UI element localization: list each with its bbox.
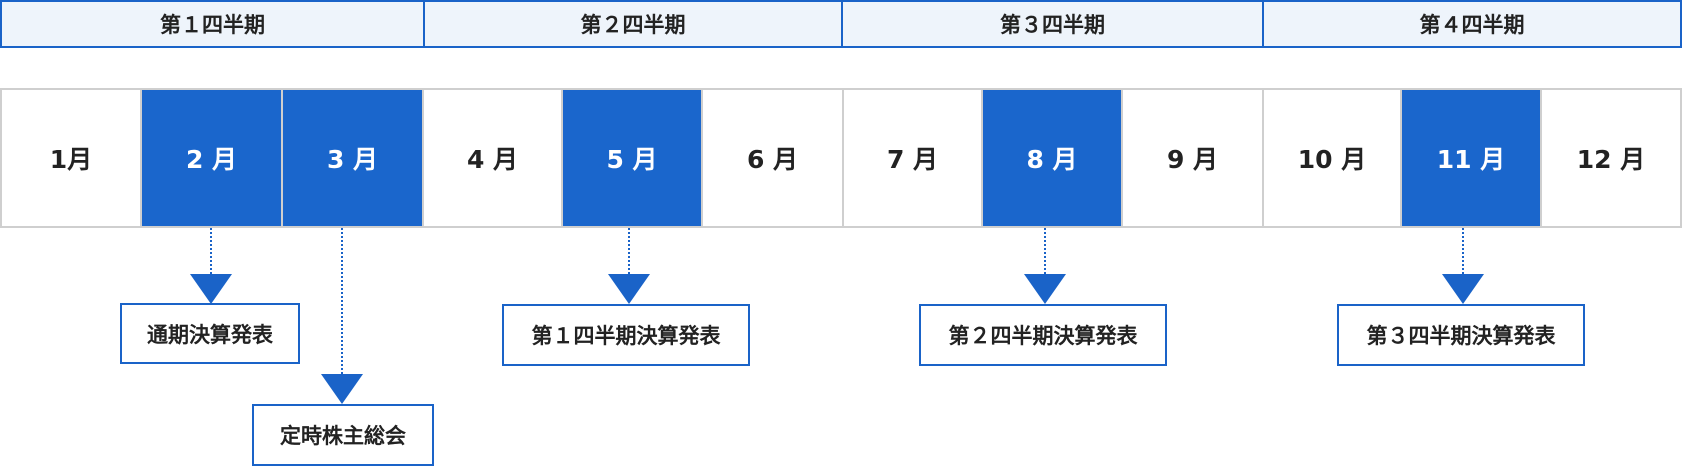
month-6: 6 月 — [701, 88, 844, 228]
event-q2-results: 第２四半期決算発表 — [919, 304, 1167, 366]
quarter-4: 第４四半期 — [1262, 0, 1682, 48]
quarter-2: 第２四半期 — [423, 0, 843, 48]
arrow-down-icon — [321, 374, 363, 404]
quarter-1: 第１四半期 — [0, 0, 425, 48]
quarter-3: 第３四半期 — [841, 0, 1264, 48]
month-row: 1月 2 月 3 月 4 月 5 月 6 月 7 月 8 月 9 月 10 月 … — [0, 88, 1682, 228]
month-10: 10 月 — [1262, 88, 1402, 228]
month-5: 5 月 — [561, 88, 703, 228]
month-7: 7 月 — [842, 88, 983, 228]
event-q1-results: 第１四半期決算発表 — [502, 304, 750, 366]
month-12: 12 月 — [1540, 88, 1682, 228]
arrow-down-icon — [1442, 274, 1484, 304]
event-annual-results: 通期決算発表 — [120, 303, 300, 364]
month-1: 1月 — [0, 88, 142, 228]
month-8: 8 月 — [981, 88, 1123, 228]
event-shareholders-meeting: 定時株主総会 — [252, 404, 434, 466]
arrow-down-icon — [608, 274, 650, 304]
month-4: 4 月 — [422, 88, 563, 228]
event-q3-results: 第３四半期決算発表 — [1337, 304, 1585, 366]
month-9: 9 月 — [1121, 88, 1264, 228]
arrow-down-icon — [1024, 274, 1066, 304]
month-2: 2 月 — [140, 88, 283, 228]
month-3: 3 月 — [281, 88, 424, 228]
arrow-down-icon — [190, 274, 232, 304]
quarter-header-row: 第１四半期 第２四半期 第３四半期 第４四半期 — [0, 0, 1682, 52]
month-11: 11 月 — [1400, 88, 1542, 228]
